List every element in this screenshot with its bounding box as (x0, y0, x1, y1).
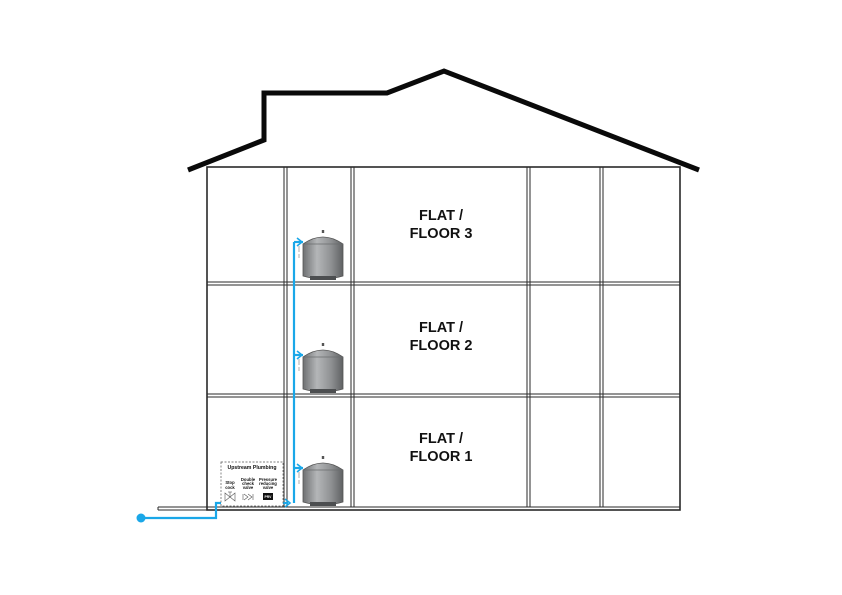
prv-badge-text: PRV (265, 495, 273, 499)
stop-cock-label-2: cock (225, 485, 235, 490)
prv-label-1: Pressure (259, 477, 278, 482)
pipe-arrow-floor-1 (296, 463, 304, 473)
floor-label-1-line2: FLOOR 1 (410, 449, 473, 465)
floor-label-2: FLAT / FLOOR 2 (410, 320, 473, 354)
floor-label-3: FLAT / FLOOR 3 (410, 208, 473, 242)
water-main-inlet (136, 513, 146, 523)
floor-slabs (157, 281, 680, 511)
upstream-plumbing-box: Upstream Plumbing Stop cock Double check… (220, 461, 284, 507)
prv-label-3: valve (263, 485, 274, 490)
roof-outline (187, 68, 700, 173)
pipe-arrow-floor-2 (296, 350, 304, 360)
stop-cock-icon (224, 491, 236, 502)
pipe-arrow-floor-3 (296, 237, 304, 247)
pipe-arrow-feed (284, 498, 292, 508)
floor-label-3-line2: FLOOR 3 (410, 226, 473, 242)
prv-label-2: reducing (259, 481, 277, 486)
expansion-vessel-floor-3 (298, 230, 344, 280)
double-check-label-3: valve (243, 485, 254, 490)
double-check-label-1: Double (241, 477, 256, 482)
floor-label-1-line1: FLAT / (419, 431, 463, 447)
floor-label-1: FLAT / FLOOR 1 (410, 431, 473, 465)
double-check-label-2: check (242, 481, 255, 486)
upstream-title: Upstream Plumbing (227, 465, 276, 471)
floor-label-3-line1: FLAT / (419, 208, 463, 224)
partition-walls (283, 167, 604, 507)
double-check-valve-icon (242, 493, 254, 501)
stop-cock-label-1: Stop (225, 480, 235, 485)
expansion-vessel-floor-2 (298, 343, 344, 393)
prv-icon (263, 493, 273, 500)
floor-label-2-line1: FLAT / (419, 320, 463, 336)
floor-label-2-line2: FLOOR 2 (410, 338, 473, 354)
expansion-vessel-floor-1 (298, 456, 344, 506)
